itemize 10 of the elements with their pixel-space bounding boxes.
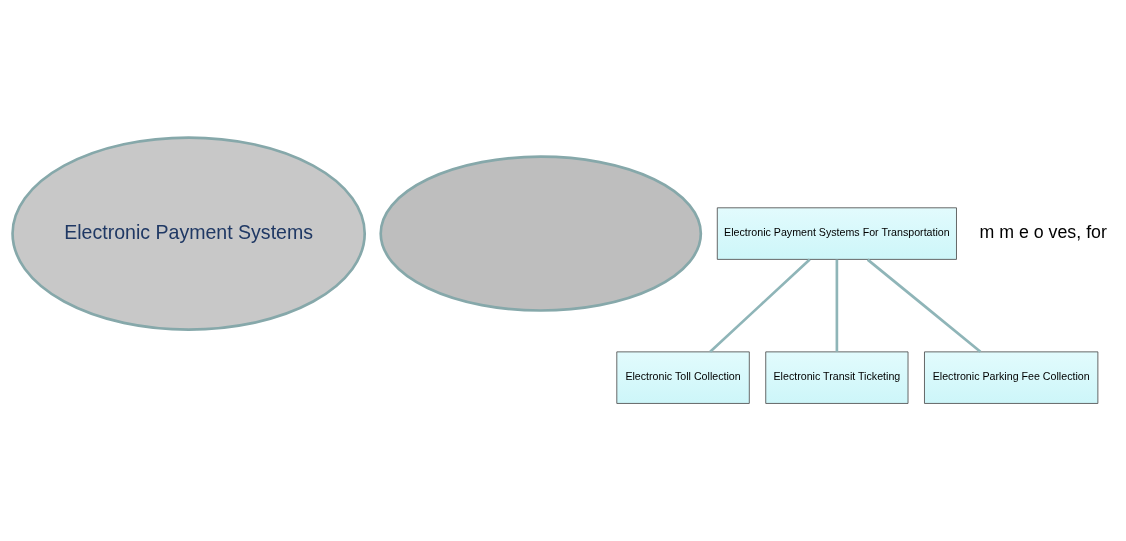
connector bbox=[709, 258, 811, 353]
label: m m e o ves, for bbox=[979, 222, 1107, 243]
node-ellipse bbox=[379, 155, 703, 312]
node-box: Electronic Transit Ticketing bbox=[765, 351, 909, 404]
node-ellipse: Electronic Payment Systems bbox=[11, 136, 367, 331]
node-box: Electronic Parking Fee Collection bbox=[924, 351, 1099, 404]
node-box: Electronic Payment Systems For Transportation bbox=[716, 207, 957, 260]
connector bbox=[835, 259, 839, 352]
node-box: Electronic Toll Collection bbox=[616, 351, 750, 404]
connector bbox=[866, 258, 982, 353]
